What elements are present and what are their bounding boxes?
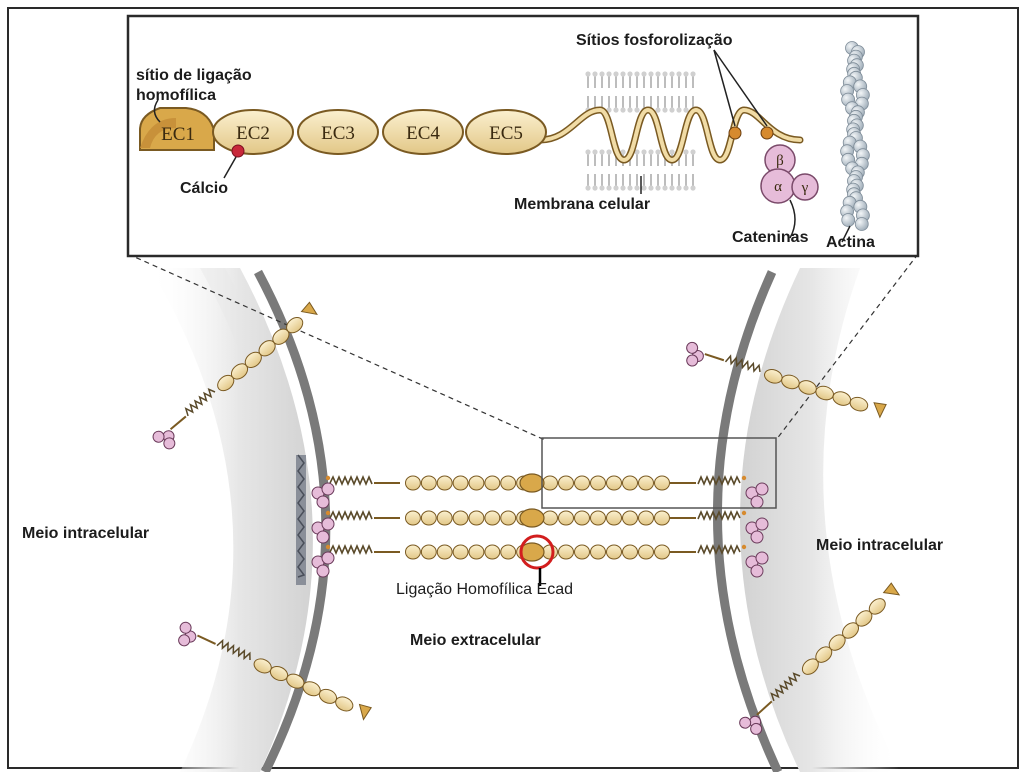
label-catenins: Cateninas	[732, 229, 808, 247]
label-actin: Actina	[826, 234, 875, 252]
actin-bundle-main	[296, 455, 306, 585]
alpha-symbol: α	[774, 179, 782, 195]
cadherin-strands	[312, 474, 768, 577]
ec1-label: EC1	[161, 124, 195, 145]
ec4-label: EC4	[406, 123, 440, 144]
label-left-intracellular: Meio intracelular	[22, 525, 149, 543]
phospho-site-1	[729, 127, 741, 139]
label-extracellular: Meio extracelular	[410, 632, 541, 650]
label-calcium: Cálcio	[180, 180, 228, 198]
phospho-site-2	[761, 127, 773, 139]
ec-domains: EC1 EC2 EC3 EC4 EC5	[140, 108, 546, 154]
beta-symbol: β	[776, 153, 784, 169]
calcium-ion	[232, 145, 244, 157]
label-phospho-sites: Sítios fosforolização	[576, 32, 732, 50]
ec5-label: EC5	[489, 123, 523, 144]
ec2-label: EC2	[236, 123, 270, 144]
ec3-label: EC3	[321, 123, 355, 144]
cadherin-pair-1	[312, 474, 768, 508]
label-membrane: Membrana celular	[514, 196, 650, 214]
cadherin-pair-2	[312, 509, 768, 543]
label-binding-site: sítio de ligação homofílica	[136, 66, 286, 106]
label-right-intracellular: Meio intracelular	[816, 537, 1016, 555]
gamma-symbol: γ	[801, 180, 809, 196]
label-homophilic-binding: Ligação Homofílica Ecad	[396, 581, 573, 599]
